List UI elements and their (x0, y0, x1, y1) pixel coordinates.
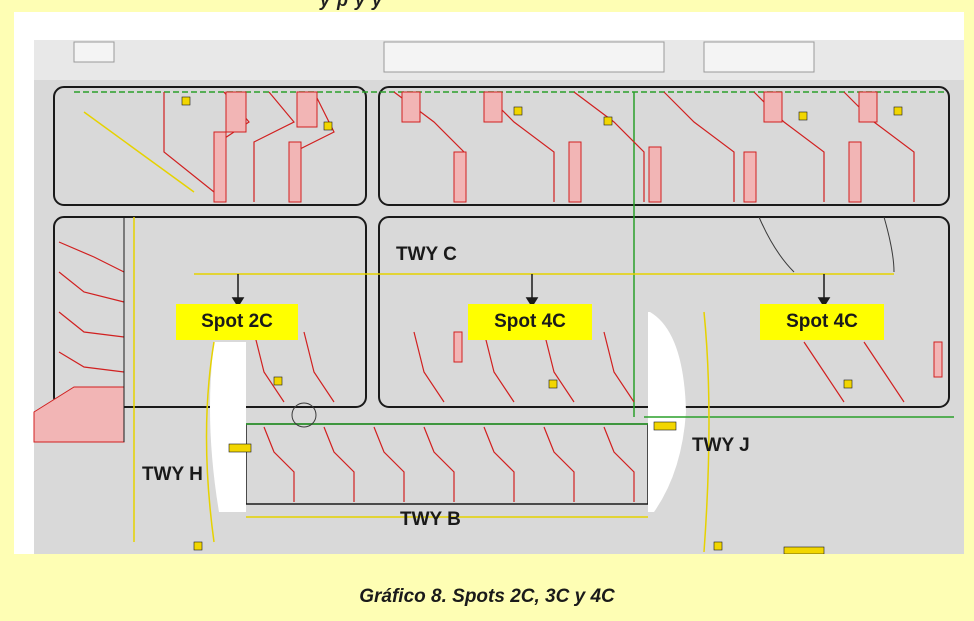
spot-4c-right-callout: Spot 4C (760, 304, 884, 340)
twy-b-label: TWY B (400, 509, 461, 530)
spot-4c-center-callout: Spot 4C (468, 304, 592, 340)
twy-c-label: TWY C (396, 244, 457, 265)
figure-caption: Gráfico 8. Spots 2C, 3C y 4C (359, 586, 615, 607)
stand-markings-middle (253, 331, 905, 403)
twy-h-label: TWY H (142, 464, 203, 485)
taxiway-centerlines (83, 111, 894, 553)
apron-diagram (14, 12, 964, 554)
spot-2c-callout: Spot 2C (176, 304, 298, 340)
partial-header-text: y p y y (320, 0, 384, 10)
twy-j-label: TWY J (692, 435, 750, 456)
airport-apron-map: Spot 2C Spot 4C Spot 4C TWY C TWY H TWY … (14, 12, 964, 554)
callout-arrows (231, 274, 831, 308)
